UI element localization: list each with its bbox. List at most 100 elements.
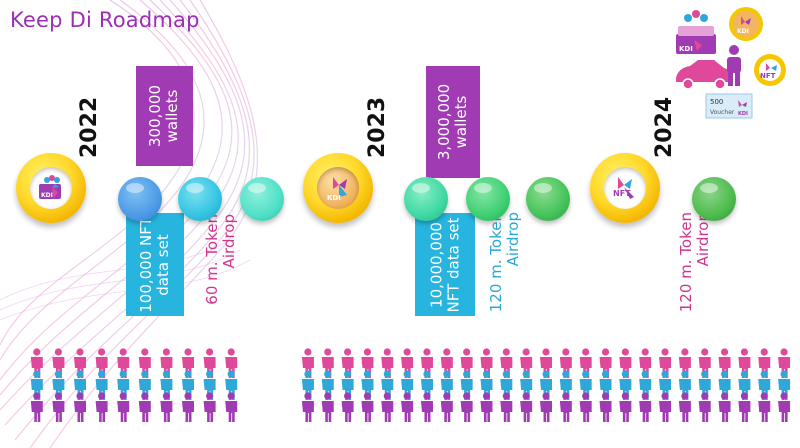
person-body [341,401,354,422]
person-head [119,370,127,378]
timeline-ball-1 [118,177,162,221]
nft-kdi-icon: NFT [604,167,646,209]
person-head [681,348,689,356]
person-head [344,392,352,400]
person-head [562,392,570,400]
person-head [344,370,352,378]
milestone-2024-emblem: NFT [590,153,660,223]
person-figure-purple [758,392,771,422]
person-head [542,392,550,400]
timeline-ball-6 [526,177,570,221]
person-head [206,392,214,400]
person-head [463,392,471,400]
person-head [119,392,127,400]
person-head [582,370,590,378]
person-body [361,401,374,422]
person-head [184,370,192,378]
person-head [443,392,451,400]
person-body [639,401,652,422]
crowd-2022 [30,348,238,422]
nft-dataset-2022-text: 100,000 NFT data set [137,216,173,313]
person-head [54,392,62,400]
person-head [383,348,391,356]
person-head [227,392,235,400]
person-head [98,348,106,356]
cluster-wallet-label: KDI [679,45,693,53]
person-head [482,370,491,378]
person-head [141,392,149,400]
person-head [522,348,530,356]
crowd-2023-2024 [301,348,791,422]
person-head [542,348,550,356]
person-head [54,370,62,378]
person-figure-purple [160,392,173,422]
person-body [182,401,194,422]
person-figure-purple [95,392,108,422]
person-body [659,401,672,422]
person-head [33,370,41,378]
wallets-2022-text: 300,000 wallets [146,84,182,148]
person-figure-purple [639,392,652,422]
person-head [641,370,649,378]
person-head [33,392,41,400]
person-head [227,370,235,378]
wallets-2023-box: 3,000,000 wallets [426,66,480,178]
person-head [443,348,451,356]
person-head [641,348,649,356]
person-head [482,392,491,400]
emblem-2024-label: NFT [613,189,631,198]
kdi-coin-icon: KDI [317,167,359,209]
emblem-2022-label: KDI [41,192,53,199]
person-figure-purple [579,392,592,422]
person-head [502,348,510,356]
voucher-text: Voucher [710,109,735,116]
timeline-ball-4 [404,177,448,221]
person-body [95,401,108,422]
person-head [162,348,170,356]
person-figure-purple [480,392,493,422]
person-head [443,370,451,378]
person-figure-purple [500,392,513,422]
person-head [740,348,748,356]
nft-dataset-2022-box: 100,000 NFT data set [126,213,184,316]
year-2022-label: 2022 [77,96,102,158]
person-head [740,370,748,378]
airdrop-2024-text: 120 m. Token Airdrop [677,212,712,313]
year-2023-label: 2023 [365,96,390,158]
person-head [141,370,149,378]
person-body [381,401,394,422]
person-head [324,392,332,400]
cluster-coin-label: KDI [737,28,749,35]
person-figure-purple [599,392,612,422]
person-head [119,348,127,356]
person-figure-purple [301,392,314,422]
person-body [225,401,238,422]
person-body [778,401,791,422]
person-body [30,401,43,422]
cluster-nft-label: NFT [760,72,776,80]
person-head [403,392,411,400]
person-body [698,401,711,422]
person-head [701,370,709,378]
person-head [423,348,431,356]
airdrop-2022-text: 60 m. Token Airdrop [203,214,238,305]
person-head [403,348,411,356]
person-head [582,392,590,400]
person-icon [727,45,741,86]
person-body [758,401,771,422]
person-head [681,370,689,378]
person-figure-purple [225,392,238,422]
person-body [117,401,130,422]
person-head [304,392,312,400]
person-head [98,370,106,378]
person-head [760,348,768,356]
person-figure-purple [559,392,572,422]
person-head [206,370,214,378]
person-head [76,370,84,378]
person-head [502,392,510,400]
voucher-brand: KDI [738,111,748,117]
person-head [463,348,471,356]
timeline-ball-2 [178,177,222,221]
person-head [720,370,729,378]
